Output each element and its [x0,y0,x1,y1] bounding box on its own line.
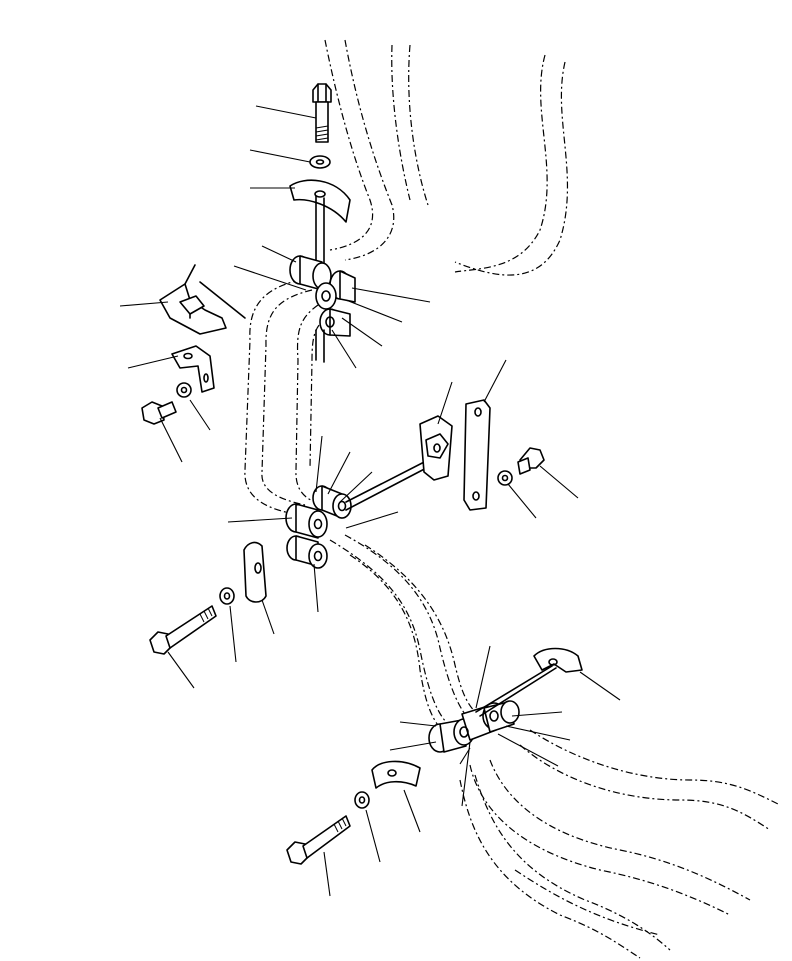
left-washer [176,382,192,398]
lower-bolt [286,815,351,865]
hose-routes [244,39,781,959]
lower-washer [354,791,370,809]
left-bolt [141,401,177,425]
middle-washer [219,587,235,605]
leader-lines [119,105,621,897]
middle-bolt [149,605,217,655]
right-bolt [517,447,545,475]
strap-plate [463,399,491,511]
left-bracket-group [141,264,246,425]
middle-clamp-half [243,541,267,603]
upper-clamp-cap [289,179,351,223]
upper-clamp-assembly [289,83,356,363]
middle-clamp-assembly [149,457,435,655]
lower-grommets [428,700,520,753]
lower-clamp-assembly [286,647,583,865]
upper-bolt [312,83,332,143]
middle-grommets [285,485,352,569]
right-middle-bracket-group [419,399,545,511]
right-washer [497,470,513,486]
upper-washer [309,155,331,169]
upper-grommets [289,255,356,337]
lower-clamp-cap [533,647,583,673]
